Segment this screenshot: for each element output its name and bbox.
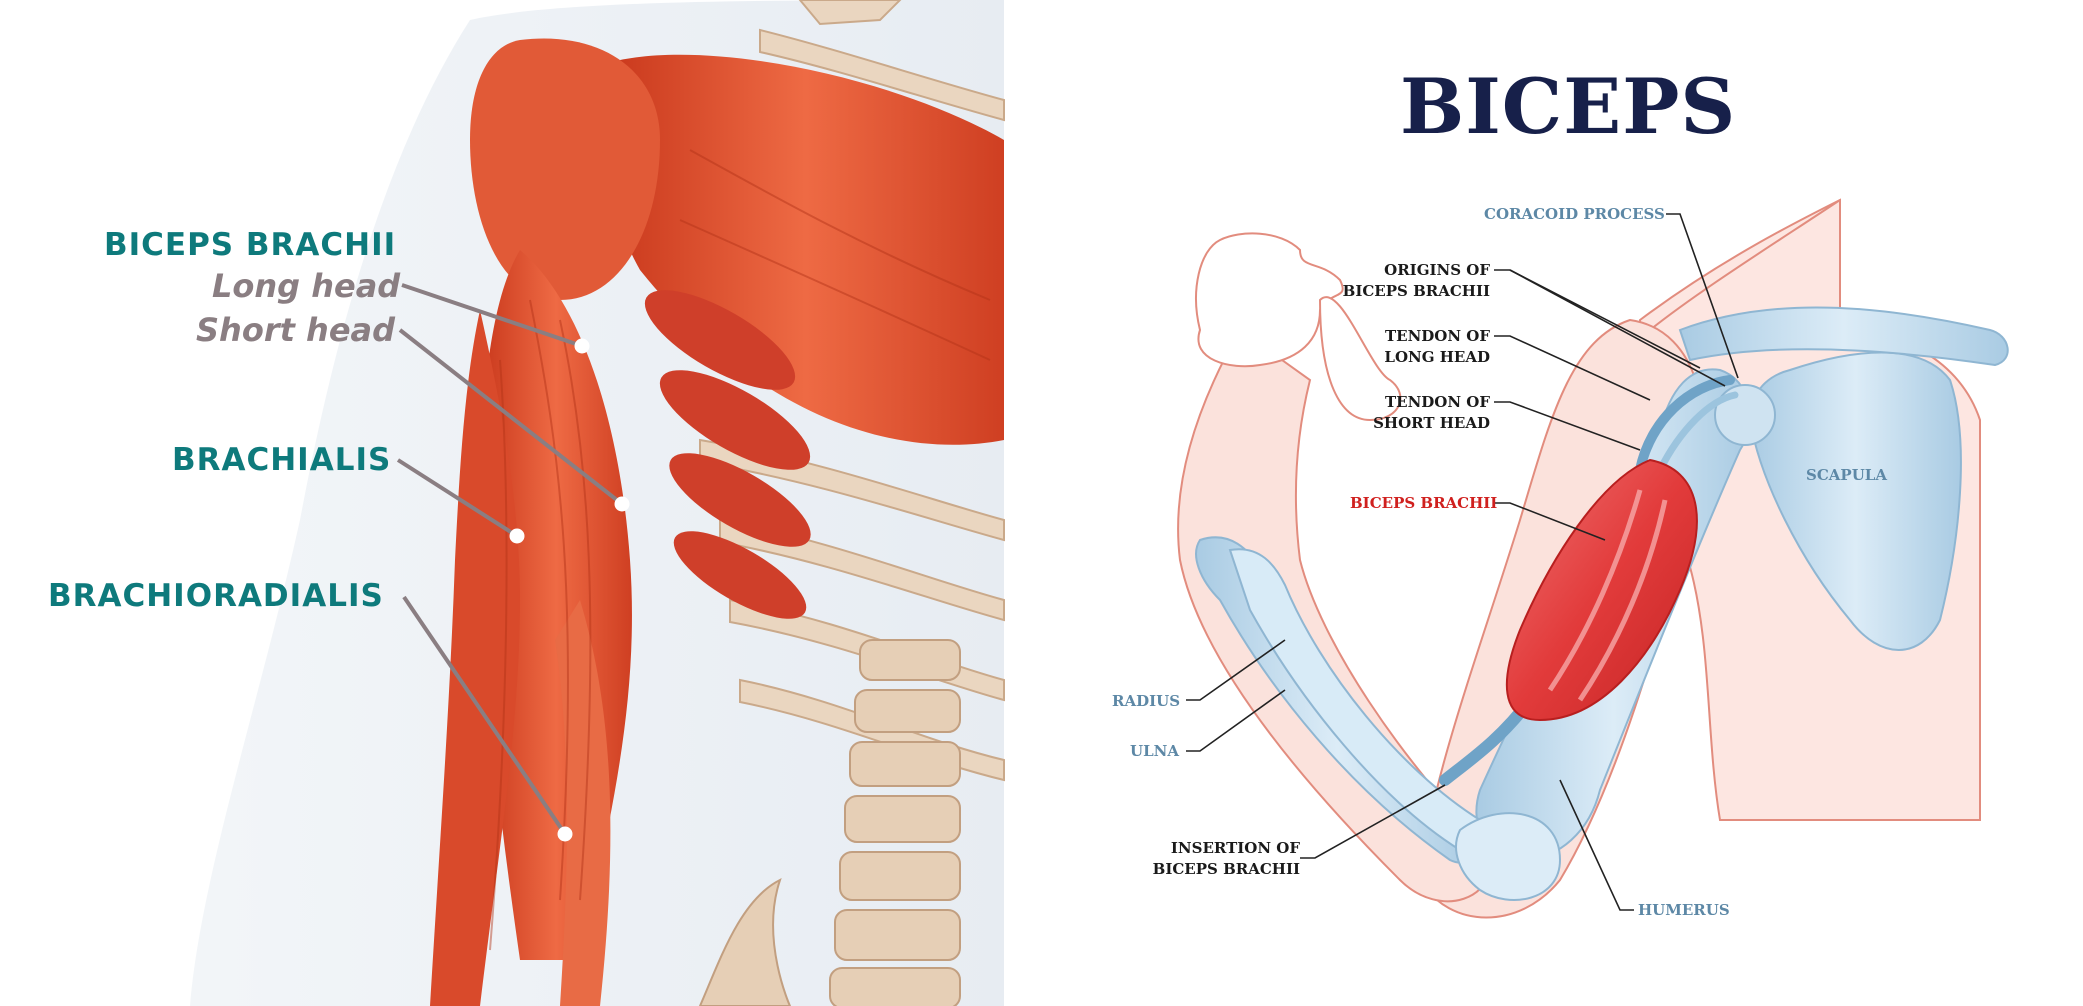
clavicle: [759, 0, 1005, 122]
humerus-head: [1714, 384, 1776, 446]
biceps-highlight: [1547, 489, 1668, 702]
label-tendon-of-short-head: TENDON OF SHORT HEAD: [1330, 392, 1490, 434]
page-title: BICEPS: [1400, 62, 1737, 151]
label-biceps-brachii-right: BICEPS BRACHII: [1350, 494, 1498, 512]
label-radius: RADIUS: [1112, 692, 1181, 710]
label-humerus: HUMERUS: [1638, 901, 1730, 919]
label-origins-line2: BICEPS BRACHII: [1342, 282, 1490, 300]
label-short-head: Short head: [196, 311, 396, 349]
label-tendon-long-line1: TENDON OF: [1384, 327, 1490, 345]
right-leader-lines: [1186, 213, 1739, 911]
label-tendon-of-long-head: TENDON OF LONG HEAD: [1330, 326, 1490, 368]
label-insertion-of-biceps: INSERTION OF BICEPS BRACHII: [1140, 838, 1300, 880]
label-insertion-line1: INSERTION OF: [1170, 839, 1300, 857]
deltoid-muscle: [470, 38, 660, 301]
label-insertion-line2: BICEPS BRACHII: [1152, 860, 1300, 878]
label-long-head: Long head: [212, 267, 401, 305]
label-coracoid-process: CORACOID PROCESS: [1484, 205, 1665, 223]
label-tendon-short-line1: TENDON OF: [1384, 393, 1490, 411]
clavicle-bone: [1678, 306, 2009, 367]
left-leader-lines: [396, 283, 624, 836]
left-arm-illustration: [190, 0, 1005, 1006]
thumb-outline: [1318, 296, 1402, 422]
elbow-joint: [1455, 812, 1562, 901]
right-arm-illustration: [1177, 198, 2009, 919]
pectoral-muscle: [606, 54, 1004, 445]
label-origins-line1: ORIGINS OF: [1384, 261, 1490, 279]
fist-outline: [1195, 232, 1344, 368]
left-leader-dots: [509, 338, 630, 842]
brachioradialis-muscle: [555, 600, 611, 1006]
muscle-fibers: [489, 149, 991, 951]
label-brachioradialis: BRACHIORADIALIS: [48, 578, 384, 614]
long-head-tendon: [1635, 375, 1735, 475]
label-origins-of-biceps: ORIGINS OF BICEPS BRACHII: [1330, 260, 1490, 302]
spine: [698, 639, 961, 1006]
label-biceps-brachii-left: BICEPS BRACHII: [104, 227, 397, 263]
forearm-skin: [1177, 328, 1493, 903]
brachialis-muscle: [430, 310, 520, 1006]
short-head-tendon: [1656, 391, 1739, 474]
label-ulna: ULNA: [1130, 742, 1179, 760]
serratus-muscle: [644, 290, 811, 619]
label-tendon-long-line2: LONG HEAD: [1384, 348, 1490, 366]
label-tendon-short-line2: SHORT HEAD: [1373, 414, 1490, 432]
label-brachialis: BRACHIALIS: [172, 442, 392, 478]
label-scapula: SCAPULA: [1806, 466, 1887, 484]
neck-outline: [1649, 199, 1841, 331]
